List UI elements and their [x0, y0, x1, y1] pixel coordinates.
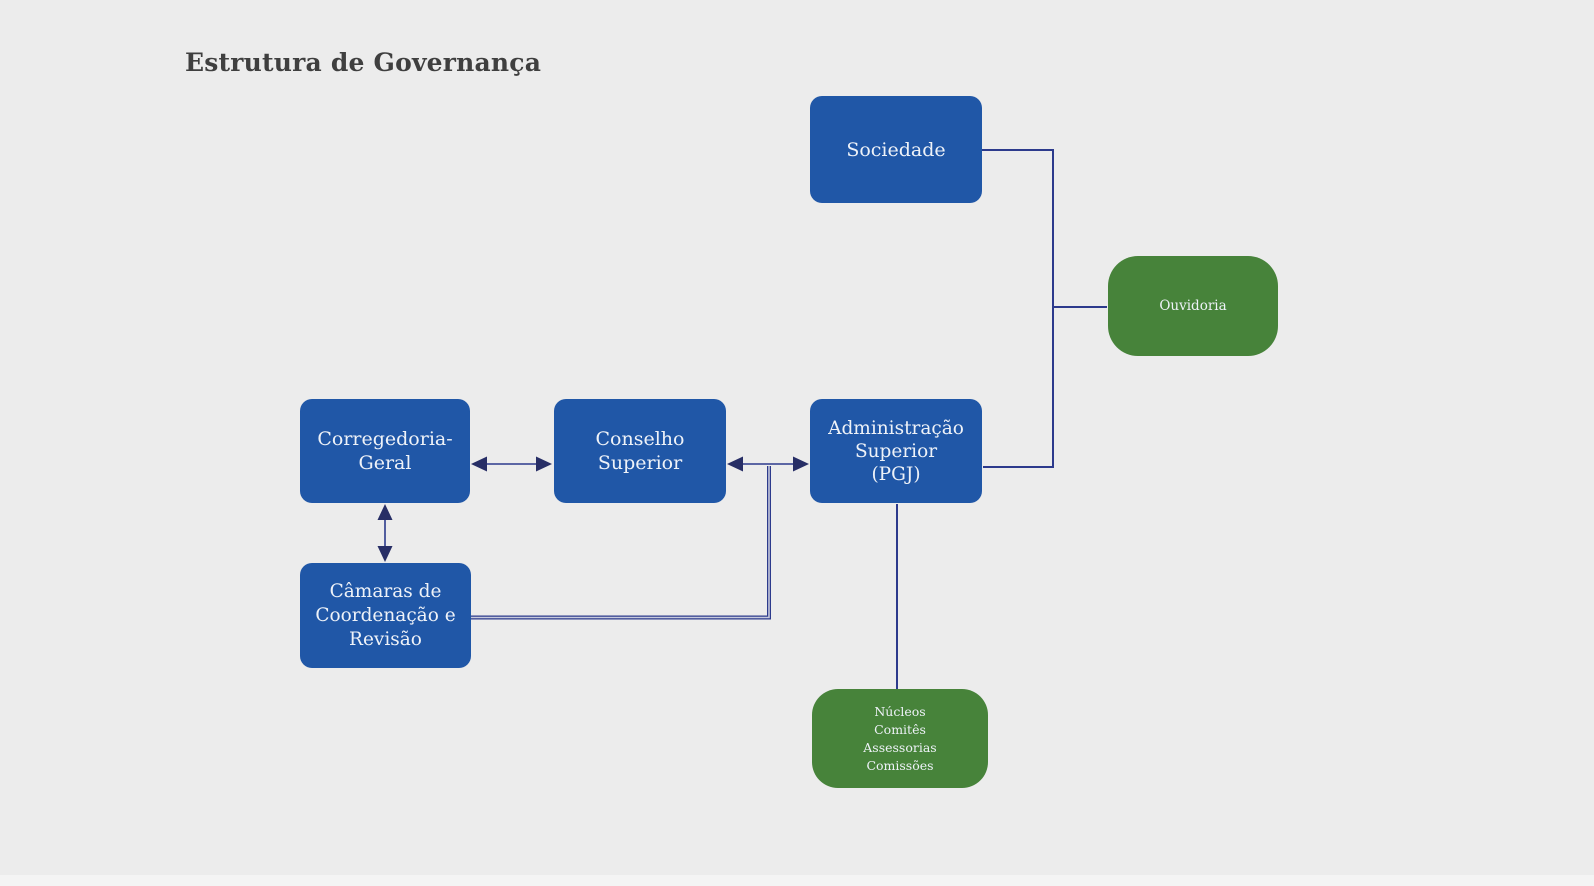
node-corregedoria-geral[interactable]: Corregedoria- Geral	[300, 399, 470, 503]
node-label-line: Corregedoria-	[317, 428, 453, 450]
arrow-corregedoria-conselho	[471, 456, 552, 472]
node-conselho-superior[interactable]: Conselho Superior	[554, 399, 726, 503]
arrow-corregedoria-camaras	[377, 504, 393, 562]
node-label-line: Geral	[358, 452, 412, 474]
node-label-line: Comitês	[874, 721, 926, 737]
node-ouvidoria[interactable]: Ouvidoria	[1108, 256, 1278, 356]
node-label-line: Comissões	[866, 757, 934, 773]
node-label-line: Revisão	[349, 628, 422, 650]
node-label-line: Conselho	[595, 428, 685, 450]
node-label-line: Superior	[597, 452, 683, 474]
node-label-line: Administração	[828, 417, 964, 439]
node-label-line: Núcleos	[874, 703, 926, 719]
node-label-line: Coordenação e	[315, 604, 456, 626]
canvas-bottom-edge	[0, 875, 1594, 886]
node-sociedade[interactable]: Sociedade	[810, 96, 982, 203]
node-administracao-superior-pgj[interactable]: Administração Superior (PGJ)	[810, 399, 982, 503]
node-label-line: (PGJ)	[871, 463, 921, 485]
connector-sociedade-administracao	[982, 149, 1054, 468]
node-label: Ouvidoria	[1159, 298, 1227, 314]
node-label-line: Superior	[854, 440, 938, 462]
diagram-title: Estrutura de Governança	[185, 48, 542, 77]
node-nucleos-comites-assessorias-comissoes[interactable]: Núcleos Comitês Assessorias Comissões	[812, 689, 988, 788]
node-camaras-coordenacao-revisao[interactable]: Câmaras de Coordenação e Revisão	[300, 563, 471, 668]
node-label-line: Assessorias	[863, 739, 937, 755]
node-label-line: Câmaras de	[329, 580, 442, 602]
node-label: Sociedade	[846, 138, 946, 161]
arrow-conselho-administracao	[727, 456, 809, 472]
